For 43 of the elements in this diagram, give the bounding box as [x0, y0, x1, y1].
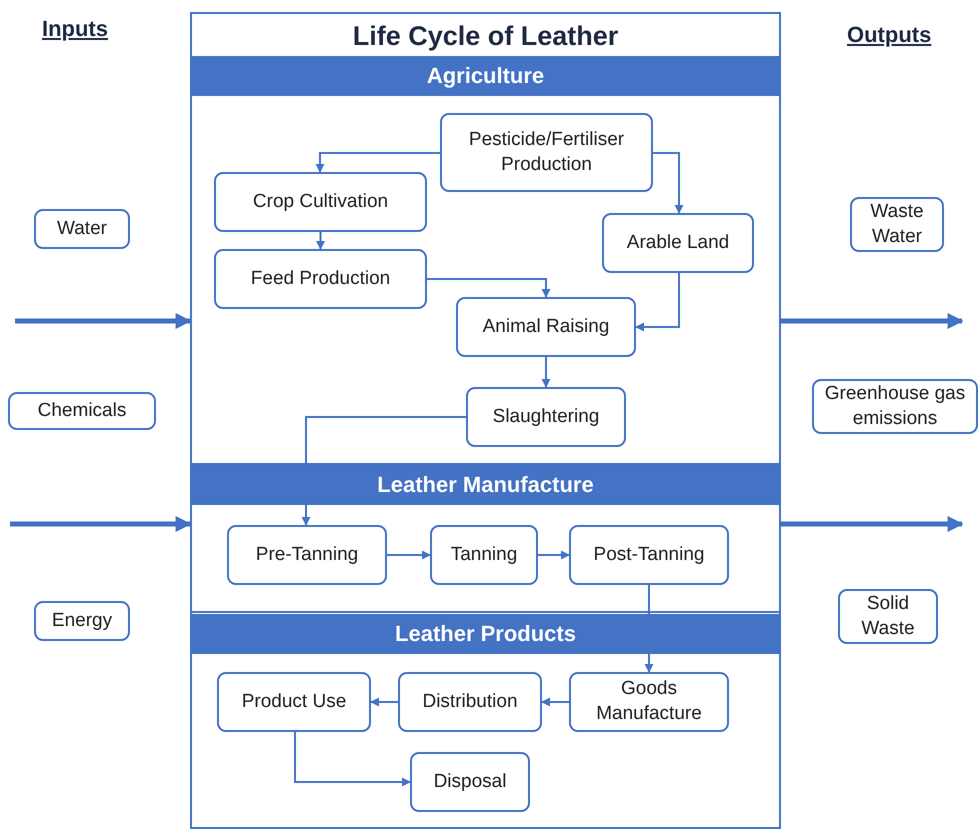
- arrow: [635, 273, 680, 332]
- arrow: [542, 357, 550, 388]
- process-box: Feed Production: [214, 249, 427, 309]
- frame-heading: Life Cycle of Leather: [352, 20, 620, 53]
- process-box: Crop Cultivation: [214, 172, 427, 232]
- arrow: [427, 278, 550, 298]
- column-heading: Inputs: [42, 16, 108, 42]
- process-box: Pre-Tanning: [227, 525, 387, 585]
- process-box: Product Use: [217, 672, 371, 732]
- resource-box: Energy: [34, 601, 130, 641]
- column-heading: Outputs: [847, 22, 932, 48]
- arrow: [316, 232, 325, 250]
- process-box: Disposal: [410, 752, 530, 812]
- process-box: Post-Tanning: [569, 525, 729, 585]
- arrow: [781, 313, 964, 329]
- arrow: [387, 550, 431, 560]
- resource-box: Solid Waste: [838, 589, 938, 644]
- section-header: Agriculture: [190, 56, 781, 96]
- arrow: [781, 516, 964, 532]
- process-box: Pesticide/Fertiliser Production: [440, 113, 653, 192]
- resource-box: Chemicals: [8, 392, 156, 430]
- resource-box: Greenhouse gas emissions: [812, 379, 978, 434]
- section-panel: [190, 465, 781, 613]
- resource-box: Waste Water: [850, 197, 944, 252]
- process-box: Arable Land: [602, 213, 754, 273]
- arrow: [10, 516, 192, 532]
- resource-box: Water: [34, 209, 130, 249]
- arrow: [541, 698, 569, 706]
- arrow: [15, 313, 192, 329]
- process-box: Distribution: [398, 672, 542, 732]
- arrow: [316, 152, 440, 173]
- section-header: Leather Manufacture: [190, 465, 781, 505]
- arrow: [294, 732, 411, 786]
- diagram-frame: [190, 12, 781, 829]
- process-box: Animal Raising: [456, 297, 636, 357]
- arrow: [653, 152, 684, 214]
- process-box: Slaughtering: [466, 387, 626, 447]
- arrow: [538, 550, 570, 560]
- process-box: Tanning: [430, 525, 538, 585]
- section-header: Leather Products: [190, 614, 781, 654]
- process-box: Goods Manufacture: [569, 672, 729, 732]
- section-panel: [190, 56, 781, 465]
- arrow: [370, 698, 398, 706]
